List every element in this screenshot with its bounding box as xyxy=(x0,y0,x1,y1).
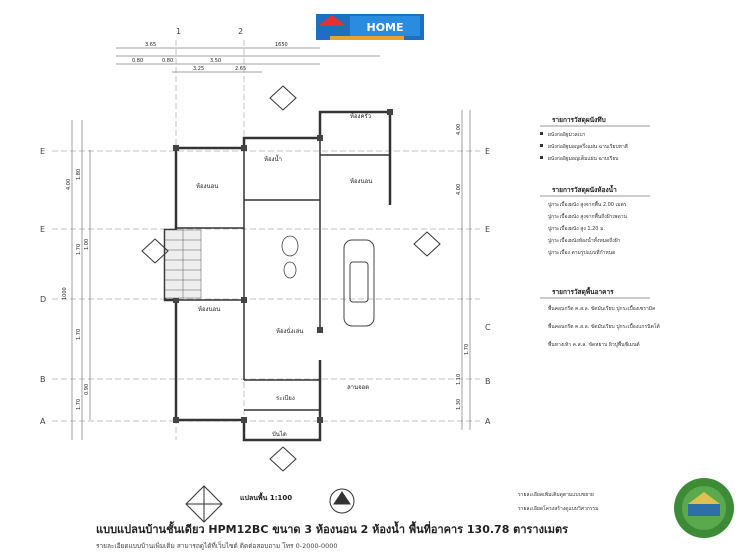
dim-top-seg3: 3.50 xyxy=(210,58,221,64)
dim-left-2: 1.70 xyxy=(76,244,82,255)
dim-left-6: 1.70 xyxy=(76,399,82,410)
dim-left-5: 0.90 xyxy=(84,384,90,395)
room-porch: ลานจอด xyxy=(347,384,369,391)
interior-walls xyxy=(176,138,390,411)
grid-left-a: A xyxy=(40,417,46,426)
legend-s1-item-0: ผนังก่ออิฐมวลเบา xyxy=(548,131,586,138)
grid-right-b: B xyxy=(485,377,491,386)
top-dimensions xyxy=(116,47,380,73)
room-bathroom: ห้องน้ำ xyxy=(264,153,282,163)
dim-right-3: 1.10 xyxy=(456,374,462,385)
right-dimension-lines xyxy=(461,110,471,430)
dim-right-0: 4.00 xyxy=(456,124,462,135)
grid-right-c: C xyxy=(485,323,491,332)
stair-hatch xyxy=(164,229,202,299)
legend-section3-title: รายการวัสดุพื้นอาคาร xyxy=(552,286,614,296)
note-0: รายละเอียดเพิ่มเติมดูตามแบบขยาย xyxy=(518,491,594,498)
room-stair: บันได xyxy=(272,430,287,438)
brand-logo: HOME xyxy=(316,14,424,40)
columns xyxy=(173,109,393,423)
dim-right-1: 4.00 xyxy=(456,184,462,195)
legend-s2-item-4: ปูกระเบื้อง ตามรูปแบบที่กำหนด xyxy=(548,247,615,256)
dim-left-4: 1.70 xyxy=(76,329,82,340)
drawing-subtitle: รายละเอียดแบบบ้านเพิ่มเติม สามารถดูได้ที… xyxy=(96,541,338,550)
north-arrow-symbol xyxy=(185,485,223,523)
grid-bubbles-right: E E C B A xyxy=(485,147,491,426)
company-seal xyxy=(674,478,734,538)
grid-top-1: 1 xyxy=(176,27,181,36)
legend-s1-item-1: ผนังก่ออิฐมอญครึ่งแผ่น ฉาบเรียบทาสี xyxy=(548,143,628,150)
dim-right-2: 1.70 xyxy=(464,344,470,355)
grid-left-e1: E xyxy=(40,147,45,156)
dim-top-left: 3.65 xyxy=(145,42,156,48)
drawing-title: แบบแปลนบ้านชั้นเดียว HPM12BC ขนาด 3 ห้อง… xyxy=(96,521,568,536)
dim-left-1: 1.80 xyxy=(76,169,82,180)
room-terrace: ระเบียง xyxy=(276,394,295,402)
dim-right-4: 1.30 xyxy=(456,399,462,410)
left-dimension-lines xyxy=(71,120,91,440)
legend-section1-title: รายการวัสดุผนังทึบ xyxy=(552,116,606,124)
dim-left-7: 1000 xyxy=(62,287,68,300)
room-labels: ห้องครัว ห้องน้ำ ห้องนอน ห้องนอน ห้องนั่… xyxy=(196,113,372,438)
dim-top-seg2: 0.80 xyxy=(162,58,173,64)
dim-top-seg4: 3.25 xyxy=(193,66,204,72)
bathroom-fixtures xyxy=(281,235,299,279)
section-marker-top xyxy=(141,85,441,472)
legend-s3-item-0: พื้นคอนกรีต ค.ส.ล. ขัดมันเรียบ ปูกระเบื้… xyxy=(548,303,655,312)
notes: รายละเอียดเพิ่มเติมดูตามแบบขยาย รายละเอี… xyxy=(518,491,599,512)
right-dimension-labels: 4.00 4.00 1.70 1.10 1.30 xyxy=(456,124,470,410)
dim-top-seg5: 2.65 xyxy=(235,66,246,72)
grid-left-d: D xyxy=(40,295,46,304)
dim-left-0: 4.00 xyxy=(66,179,72,190)
note-1: รายละเอียดโครงสร้างดูแบบวิศวกรรม xyxy=(518,505,599,512)
room-bedroom-3: ห้องนอน xyxy=(198,306,220,313)
logo-text: HOME xyxy=(366,21,403,34)
dim-top-overall: 1650 xyxy=(275,42,288,48)
top-dimension-labels: 3.65 1650 0.80 0.80 3.50 3.25 2.65 xyxy=(132,42,288,72)
legend-panel: รายการวัสดุผนังทึบ ผนังก่ออิฐมวลเบา ผนัง… xyxy=(540,116,660,348)
legend-s2-item-1: ปูกระเบื้องผนัง สูงจากพื้นถึงฝ้าเพดาน xyxy=(548,211,628,220)
scale-label: แปลนพื้น 1:100 xyxy=(240,491,292,502)
grid-right-e1: E xyxy=(485,147,490,156)
grid-left-b: B xyxy=(40,375,46,384)
legend-s1-item-2: ผนังก่ออิฐมอญเต็มแผ่น ฉาบเรียบ xyxy=(548,154,618,162)
room-bedroom-2: ห้องนอน xyxy=(350,178,372,185)
legend-s2-item-0: ปูกระเบื้องผนัง สูงจากพื้น 2.00 เมตร xyxy=(548,199,627,208)
room-living: ห้องนั่งเล่น xyxy=(276,327,303,335)
grid-left-e2: E xyxy=(40,225,45,234)
legend-s3-item-2: พื้นทางเท้า ค.ส.ล. ขัดหยาบ ผิวปูพื้นซีเม… xyxy=(548,339,640,348)
grid-bubbles-left: E E D B A xyxy=(40,147,46,426)
legend-s3-item-1: พื้นคอนกรีต ค.ส.ล. ขัดมันเรียบ ปูกระเบื้… xyxy=(548,321,660,330)
car-symbol xyxy=(343,239,375,327)
grid-right-a: A xyxy=(485,417,491,426)
dim-left-3: 1.00 xyxy=(84,239,90,250)
grid-bubbles-top: 1 2 xyxy=(176,27,243,36)
legend-s2-item-2: ปูกระเบื้องผนัง สูง 1.20 ม. xyxy=(548,223,605,232)
section-symbol xyxy=(329,488,355,514)
grid-top-2: 2 xyxy=(238,27,243,36)
left-dimension-labels: 4.00 1.80 1.70 1.00 1.70 0.90 1.70 1000 xyxy=(62,169,90,410)
legend-section2-title: รายการวัสดุผนังห้องน้ำ xyxy=(552,184,617,194)
room-bedroom-1: ห้องนอน xyxy=(196,183,218,190)
room-kitchen: ห้องครัว xyxy=(350,113,371,120)
legend-s2-item-3: ปูกระเบื้องผนังห้องน้ำทั้งหมดถึงฝ้า xyxy=(548,235,621,244)
dim-top-seg1: 0.80 xyxy=(132,58,143,64)
grid-right-e2: E xyxy=(485,225,490,234)
